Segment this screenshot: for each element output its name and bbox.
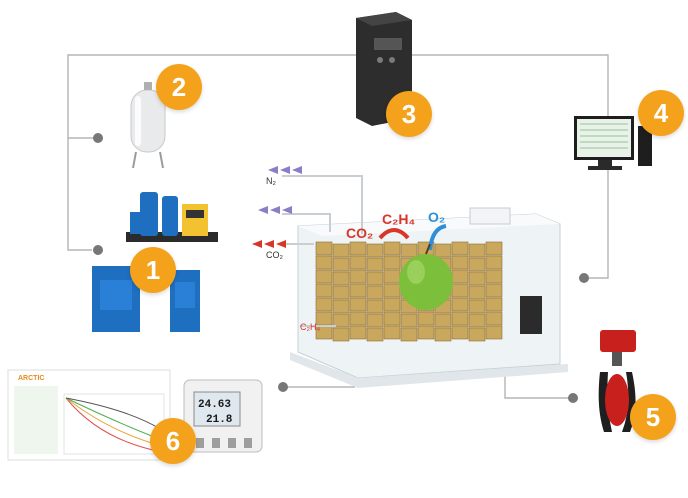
crate: [315, 241, 333, 256]
label-co2-left: CO₂: [266, 250, 284, 260]
crate: [434, 313, 452, 328]
label-o2-top: O₂: [428, 209, 445, 225]
crate: [451, 269, 469, 284]
crate: [383, 283, 401, 298]
badge-3: 3: [386, 91, 432, 137]
crate: [332, 299, 350, 314]
crate: [400, 327, 418, 342]
arrows-purple: [258, 166, 302, 214]
crate: [332, 285, 350, 300]
crate: [485, 311, 503, 326]
crate: [417, 311, 435, 326]
crate: [485, 255, 503, 270]
air-unit: [469, 207, 511, 225]
crate: [315, 255, 333, 270]
crate: [349, 325, 367, 340]
label-co2-top: CO₂: [346, 225, 373, 241]
crate: [468, 299, 486, 314]
crate: [383, 269, 401, 284]
crate: [417, 325, 435, 340]
crate: [332, 313, 350, 328]
crate: [485, 283, 503, 298]
crate: [332, 243, 350, 258]
crate: [332, 327, 350, 342]
crate: [366, 243, 384, 258]
top-gas-arrows: [378, 224, 447, 251]
crate: [468, 257, 486, 272]
crate: [468, 271, 486, 286]
crate: [451, 283, 469, 298]
crate: [315, 269, 333, 284]
crate: [383, 311, 401, 326]
crate: [400, 243, 418, 258]
crate: [383, 297, 401, 312]
report-brand: ARCTIC: [18, 375, 44, 382]
crate: [366, 299, 384, 314]
crate: [349, 283, 367, 298]
badge-5: 5: [630, 394, 676, 440]
crate: [468, 243, 486, 258]
label-c2h4-top: C₂H₄: [382, 211, 415, 227]
crate: [485, 325, 503, 340]
gas-lines: [282, 175, 363, 327]
crate: [451, 297, 469, 312]
crate: [383, 325, 401, 340]
crate: [485, 269, 503, 284]
crate: [383, 241, 401, 256]
crate: [383, 255, 401, 270]
analyzer-reading-bottom: 21.8: [206, 414, 233, 426]
crate: [485, 241, 503, 256]
badge-4: 4: [638, 90, 684, 136]
connector-dots: [93, 133, 589, 403]
crate: [332, 257, 350, 272]
crate: [434, 243, 452, 258]
crate: [366, 327, 384, 342]
arrows-red: [252, 240, 286, 248]
computer-icon: [574, 116, 652, 170]
nitrogen-tank-icon: [130, 82, 166, 169]
crate: [315, 283, 333, 298]
crate: [468, 327, 486, 342]
analyzer-reading-top: 24.63: [198, 399, 231, 411]
crate: [451, 325, 469, 340]
crate: [451, 255, 469, 270]
crate: [468, 285, 486, 300]
crate: [451, 311, 469, 326]
crate: [315, 297, 333, 312]
crate: [451, 241, 469, 256]
badge-2: 2: [156, 64, 202, 110]
nitrogen-generator-icon: [92, 192, 218, 332]
gas-analyzer-icon: [183, 379, 263, 453]
crate: [366, 313, 384, 328]
apple-icon: [399, 243, 453, 310]
crate: [349, 255, 367, 270]
crate: [468, 313, 486, 328]
crate: [366, 285, 384, 300]
crate: [366, 271, 384, 286]
crate: [485, 297, 503, 312]
label-n2: N₂: [266, 176, 276, 186]
crate: [366, 257, 384, 272]
crate: [400, 313, 418, 328]
report-sheet: [7, 369, 171, 461]
crate: [332, 271, 350, 286]
badge-6: 6: [150, 418, 196, 464]
crate: [349, 241, 367, 256]
crate: [349, 297, 367, 312]
label-c2h4-left: C₂H₄: [300, 322, 320, 332]
crate: [434, 327, 452, 342]
badge-1: 1: [130, 247, 176, 293]
crate: [349, 269, 367, 284]
crate: [349, 311, 367, 326]
